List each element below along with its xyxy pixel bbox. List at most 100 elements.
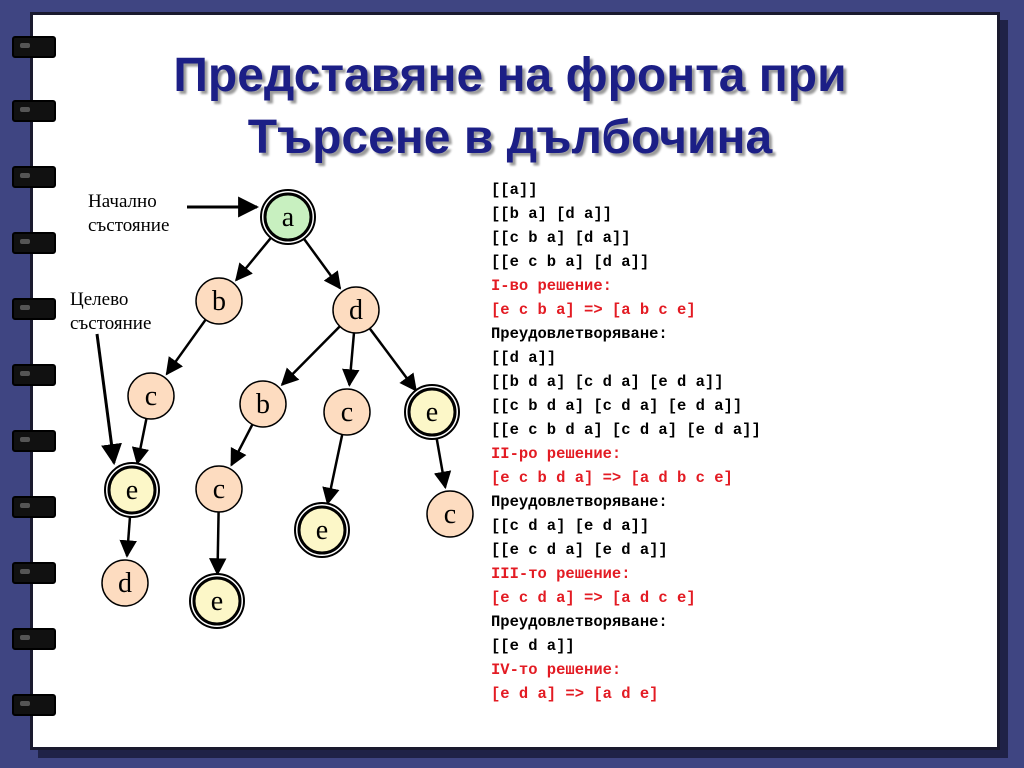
- slide-title-line-2: Търсене в дълбочина: [247, 111, 773, 164]
- tree-node-label: c: [444, 499, 456, 530]
- trace-solution-line: III-то решение:: [491, 565, 631, 583]
- binder-ring: [12, 100, 56, 122]
- tree-node-e2: e: [189, 573, 245, 629]
- tree-node-circle: [195, 277, 243, 325]
- tree-node-label: b: [212, 286, 226, 317]
- tree-edge-d1-b2: [280, 325, 341, 387]
- trace-frontier-line: [[c b d a] [c d a] [e d a]]: [491, 397, 743, 415]
- trace-frontier-line: Преудовлетворяване:: [491, 613, 668, 631]
- binder-ring: [12, 298, 56, 320]
- binder-ring: [12, 232, 56, 254]
- slide-page: [30, 12, 1000, 750]
- trace-solution-line: [e c b a] => [a b c e]: [491, 301, 696, 319]
- binder-ring: [12, 430, 56, 452]
- trace-frontier-line: [[b a] [d a]]: [491, 205, 612, 223]
- start-state-label-line-2: състояние: [88, 215, 170, 236]
- trace-frontier-line: [[d a]]: [491, 349, 557, 367]
- trace-solution-line: I-во решение:: [491, 277, 612, 295]
- slide-title-line-1: Представяне на фронта при: [173, 49, 847, 102]
- tree-edge-c2-e2: [209, 511, 227, 576]
- binder-ring: [12, 36, 56, 58]
- tree-edges: [119, 233, 452, 576]
- trace-frontier-line: [[e d a]]: [491, 637, 575, 655]
- tree-edge-d1-c3: [342, 332, 360, 387]
- tree-node-circle: [263, 192, 313, 242]
- tree-edge-c1-e1: [131, 418, 150, 466]
- tree-node-c4: c: [426, 490, 474, 538]
- goal-state-label-line-1: Целево: [70, 289, 129, 310]
- tree-edge-b2-c2: [230, 423, 254, 467]
- tree-node-circle: [107, 465, 157, 515]
- tree-node-label: a: [282, 202, 295, 233]
- tree-edge-e1-d2: [119, 512, 137, 558]
- trace-frontier-line: [[b d a] [c d a] [e d a]]: [491, 373, 724, 391]
- trace-frontier-line: [[c d a] [e d a]]: [491, 517, 650, 535]
- tree-node-label: e: [316, 515, 328, 546]
- trace-frontier-line: [[e c d a] [e d a]]: [491, 541, 668, 559]
- binder-ring: [12, 628, 56, 650]
- trace-frontier-line: [[c b a] [d a]]: [491, 229, 631, 247]
- binder-ring: [12, 364, 56, 386]
- tree-node-label: b: [256, 389, 270, 420]
- tree-edge-a-d1: [300, 234, 342, 290]
- tree-node-circle: [101, 559, 149, 607]
- tree-node-a: a: [260, 189, 316, 245]
- goal-state-label: Целево състояние: [70, 288, 151, 336]
- tree-edge-e4-c4: [433, 434, 452, 490]
- trace-frontier-line: Преудовлетворяване:: [491, 493, 668, 511]
- tree-node-circle: [332, 286, 380, 334]
- tree-node-label: d: [349, 295, 363, 326]
- tree-node-d2: d: [101, 559, 149, 607]
- tree-node-b2: b: [239, 380, 287, 428]
- tree-node-label: e: [211, 586, 223, 617]
- binder-ring: [12, 496, 56, 518]
- tree-node-label: c: [145, 381, 157, 412]
- tree-node-circle: [239, 380, 287, 428]
- tree-node-e1: e: [104, 462, 160, 518]
- trace-solution-line: II-ро решение:: [491, 445, 622, 463]
- tree-node-label: e: [426, 397, 438, 428]
- binder-ring: [12, 562, 56, 584]
- slide-title: Представяне на фронта при Търсене в дълб…: [60, 45, 960, 169]
- tree-edge-d1-e4: [368, 327, 417, 392]
- trace-solution-line: [e d a] => [a d e]: [491, 685, 659, 703]
- trace-frontier-line: Преудовлетворяване:: [491, 325, 668, 343]
- label-pointers: [95, 196, 260, 466]
- tree-node-circle: [297, 505, 347, 555]
- tree-node-label: c: [213, 474, 225, 505]
- tree-node-c1: c: [127, 372, 175, 420]
- start-state-label-line-1: Начално: [88, 191, 157, 212]
- tree-node-label: d: [118, 568, 132, 599]
- tree-node-label: e: [126, 475, 138, 506]
- tree-node-circle: [195, 465, 243, 513]
- trace-solution-line: [e c b d a] => [a d b c e]: [491, 469, 733, 487]
- tree-node-c3: c: [323, 388, 371, 436]
- trace-frontier-line: [[a]]: [491, 181, 538, 199]
- goal-pointer-arrow: [95, 333, 122, 466]
- tree-edge-a-b1: [235, 233, 275, 282]
- trace-solution-line: IV-то решение:: [491, 661, 622, 679]
- tree-node-d1: d: [332, 286, 380, 334]
- tree-node-e3: e: [294, 502, 350, 558]
- goal-state-label-line-2: състояние: [70, 313, 152, 334]
- tree-node-b1: b: [195, 277, 243, 325]
- tree-edge-b1-c1: [165, 318, 207, 376]
- tree-node-e4: e: [404, 384, 460, 440]
- tree-node-circle: [127, 372, 175, 420]
- trace-frontier-line: [[e c b d a] [c d a] [e d a]]: [491, 421, 761, 439]
- trace-solution-line: [e c d a] => [a d c e]: [491, 589, 696, 607]
- tree-edge-c3-e3: [322, 434, 344, 506]
- trace-frontier-line: [[e c b a] [d a]]: [491, 253, 650, 271]
- tree-node-c2: c: [195, 465, 243, 513]
- tree-node-circle: [323, 388, 371, 436]
- tree-node-circle: [192, 576, 242, 626]
- tree-nodes: a b d c e d b c e c e e c: [101, 189, 474, 629]
- start-state-label: Начално състояние: [88, 190, 169, 238]
- binder-ring: [12, 694, 56, 716]
- tree-node-circle: [426, 490, 474, 538]
- tree-node-circle: [407, 387, 457, 437]
- binder-ring: [12, 166, 56, 188]
- tree-node-label: c: [341, 397, 353, 428]
- frontier-trace-list: [[a]] [[b a] [d a]] [[c b a] [d a]] [[e c b…: [491, 178, 761, 706]
